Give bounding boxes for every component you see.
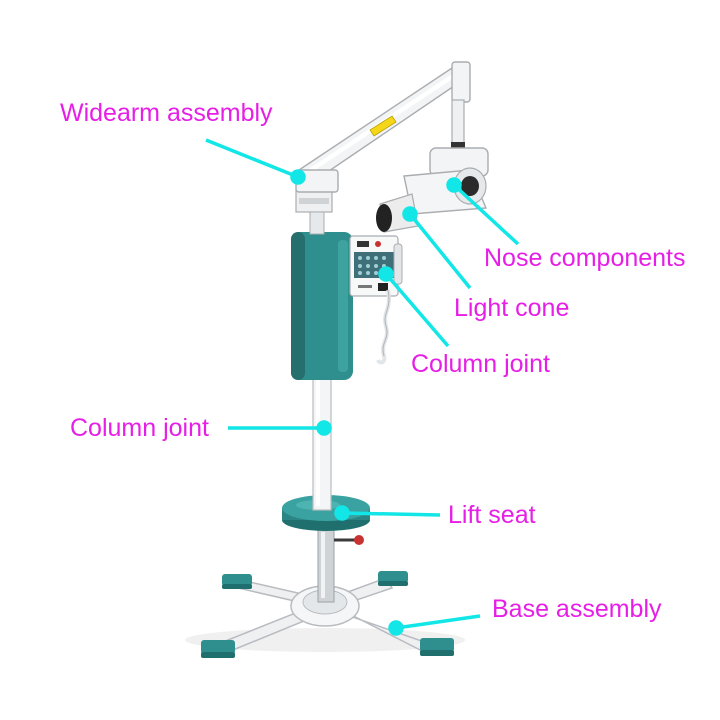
leader-lift-seat-dot [334,505,350,521]
column-top-joint [295,189,333,235]
leader-light-cone [408,212,472,290]
leader-lines [205,138,520,636]
label-widearm-assembly: Widearm assembly [60,99,273,127]
tubehead-assembly [376,61,489,233]
label-column-joint-upper: Column joint [411,350,550,378]
leader-lift-seat [341,511,441,517]
leader-column-joint-upper [384,272,450,348]
extension-arm [295,67,461,193]
label-lift-seat: Lift seat [448,501,536,529]
leader-nose-dot [446,177,462,193]
seat-post [317,527,364,603]
leader-widearm [205,138,299,179]
label-light-cone: Light cone [454,294,570,322]
label-column-joint-lower: Column joint [70,414,209,442]
leader-base-dot [388,620,404,636]
label-base-assembly: Base assembly [492,595,662,623]
leader-nose [452,183,520,246]
column-housing [291,232,353,380]
base-feet [201,571,454,658]
leader-column-joint-upper-dot [378,266,394,282]
leader-base [395,614,481,630]
control-panel [349,235,403,297]
leader-column-joint-lower-dot [316,420,332,436]
leader-light-cone-dot [402,206,418,222]
main-column [312,375,332,511]
leader-widearm-dot [290,169,306,185]
label-nose-components: Nose components [484,244,686,272]
